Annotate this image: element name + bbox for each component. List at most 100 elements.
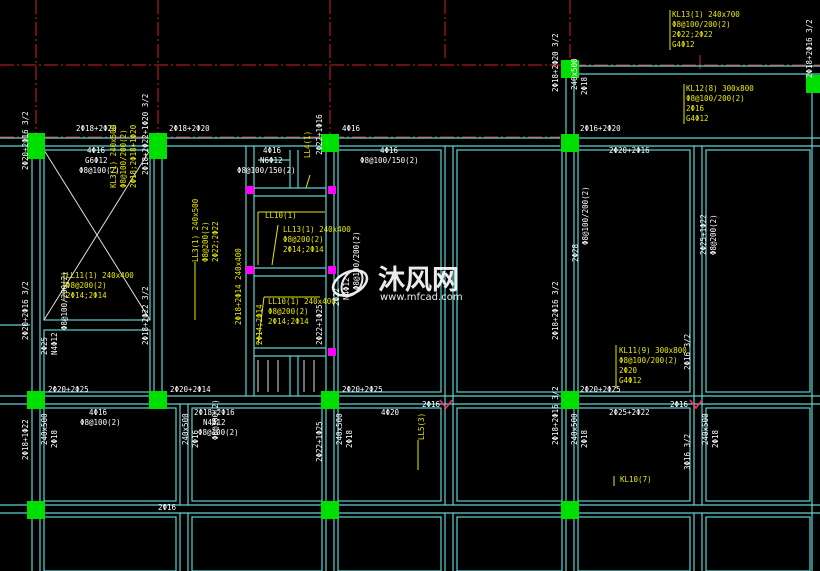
vertical-annotation: 2Φ18+2Φ16 3/2 — [805, 19, 814, 78]
vertical-annotation: 2Φ22+1Φ25 — [315, 304, 324, 345]
column — [149, 391, 167, 409]
annotation: Φ8@100/200(2) — [686, 94, 745, 103]
annotation: LL10(1) 240x400 — [268, 297, 336, 306]
vertical-annotation: 2Φ22+1Φ16 — [315, 114, 324, 155]
annotation: Φ8@100/200(2) — [619, 356, 678, 365]
vertical-annotation: Φ8@200(2) — [201, 221, 210, 262]
annotation: 4Φ16 — [380, 146, 399, 155]
annotation: G6Φ12 — [85, 156, 108, 165]
node — [328, 186, 336, 194]
vertical-annotation: 2Φ22;2Φ22 — [211, 221, 220, 262]
vertical-annotation: LL4(1) — [303, 131, 312, 158]
break-symbols — [439, 399, 703, 410]
column — [561, 60, 579, 78]
vertical-annotation: 2Φ16 — [191, 429, 200, 448]
annotation: 2Φ18+2Φ20 — [169, 124, 210, 133]
annotation: 2Φ18+2Φ16 — [194, 408, 235, 417]
vertical-annotation: 2Φ25 — [40, 337, 49, 355]
vertical-annotation: 2Φ18 — [580, 76, 589, 95]
annotation: G4Φ12 — [686, 114, 709, 123]
annotation: KL10(7) — [620, 475, 652, 484]
vertical-annotation: 2Φ18+2Φ20 3/2 — [551, 33, 560, 92]
annotation: LL10(1) — [265, 211, 297, 220]
wall-nodes — [246, 186, 336, 356]
column — [27, 501, 45, 519]
vertical-annotation: KL3(1) 240x500 — [109, 124, 118, 188]
watermark: 沐风网 www.mfcad.com — [331, 265, 463, 303]
vertical-annotation: 2Φ18 — [711, 429, 720, 448]
node — [328, 348, 336, 356]
vertical-annotation: 2Φ18+2Φ14 240x400 — [234, 248, 243, 325]
annotation: LL13(1) 240x400 — [283, 225, 351, 234]
vertical-annotation: 2Φ18+2Φ22 3/2 — [141, 286, 150, 345]
vertical-annotation: Φ8@200(2) — [709, 214, 718, 255]
columns — [27, 60, 820, 519]
annotation: 2Φ14;2Φ14 — [66, 291, 107, 300]
annotation: 4Φ16 — [263, 146, 282, 155]
column — [561, 134, 579, 152]
annotation: 2Φ16 — [158, 503, 177, 512]
vertical-annotation: 2Φ18+1Φ22 — [21, 419, 30, 460]
vertical-annotation: 240x500 — [570, 413, 579, 445]
vertical-annotation: 2Φ20+2Φ16 3/2 — [21, 281, 30, 340]
annotation: 2Φ16 — [670, 400, 689, 409]
column — [149, 133, 167, 159]
vertical-annotation: 2Φ18+2Φ22+1Φ20 3/2 — [141, 94, 150, 175]
vertical-annotation: 2Φ22 — [332, 288, 341, 306]
vertical-annotation: 2Φ22+1Φ25 — [315, 421, 324, 462]
annotation-text-layer: KL13(1) 240x700Φ8@100/200(2)2Φ22;2Φ22G4Φ… — [21, 10, 814, 512]
column — [321, 501, 339, 519]
annotation: Φ8@100(2) — [80, 418, 121, 427]
annotation: 4Φ16 — [87, 146, 106, 155]
node — [328, 266, 336, 274]
annotation: 2Φ22;2Φ22 — [672, 30, 713, 39]
watermark-logo-icon — [331, 269, 369, 297]
vertical-annotation: Φ8@100/200(2) — [119, 129, 128, 188]
watermark-cn: 沐风网 — [378, 265, 459, 296]
annotation: 2Φ16 — [686, 104, 705, 113]
annotation: Φ8@200(2) — [268, 307, 309, 316]
annotation: 2Φ20+2Φ16 — [609, 146, 650, 155]
annotation: N6Φ12 — [260, 156, 283, 165]
vertical-annotation: 240x500 — [335, 413, 344, 445]
vertical-annotation: Φ8@100/200(2) — [352, 231, 361, 290]
annotation: 2Φ18+2Φ20 — [76, 124, 117, 133]
beam-outlines — [0, 65, 820, 571]
annotation: 2Φ14;2Φ14 — [283, 245, 324, 254]
vertical-annotation: 2Φ18;2Φ18+1Φ20 — [129, 124, 138, 188]
annotation: Φ8@100/200(2) — [672, 20, 731, 29]
vertical-annotation: 2Φ18 — [580, 429, 589, 448]
column — [561, 501, 579, 519]
vertical-annotation: N4Φ12 — [342, 277, 351, 300]
annotation: 2Φ20+2Φ25 — [580, 385, 621, 394]
vertical-annotation: 240x500 — [701, 413, 710, 445]
leader-lines — [63, 10, 685, 486]
vertical-annotation: Φ8@100/200(2) — [60, 271, 69, 330]
annotation: G4Φ12 — [619, 376, 642, 385]
stair-treads — [257, 360, 315, 392]
annotation: G4Φ12 — [672, 40, 695, 49]
annotation: 2Φ16 — [422, 400, 441, 409]
annotation: Φ8@200(2) — [66, 281, 107, 290]
annotation: Φ8@200(2) — [283, 235, 324, 244]
annotation: 2Φ20 — [619, 366, 638, 375]
watermark-url: www.mfcad.com — [380, 292, 463, 303]
vertical-annotation: Φ8@100(2) — [211, 399, 220, 440]
vertical-annotation: 240x500 — [181, 413, 190, 445]
annotation: 4Φ16 — [342, 124, 361, 133]
annotation: KL11(9) 300x800 — [619, 346, 687, 355]
annotation: 2Φ16+2Φ20 — [580, 124, 621, 133]
vertical-annotation: 240x500 — [40, 413, 49, 445]
annotation: Φ8@100/150(2) — [360, 156, 419, 165]
column — [806, 75, 820, 93]
column — [561, 391, 579, 409]
annotation: 2Φ14;2Φ14 — [268, 317, 309, 326]
annotation: Φ8@100(2) — [79, 166, 120, 175]
vertical-annotation: LL3(1) 240x500 — [191, 198, 200, 262]
annotation: KL12(8) 300x800 — [686, 84, 754, 93]
vertical-annotation: 2Φ18 — [345, 429, 354, 448]
annotation: 2Φ25+2Φ22 — [609, 408, 650, 417]
annotation: KL13(1) 240x700 — [672, 10, 740, 19]
